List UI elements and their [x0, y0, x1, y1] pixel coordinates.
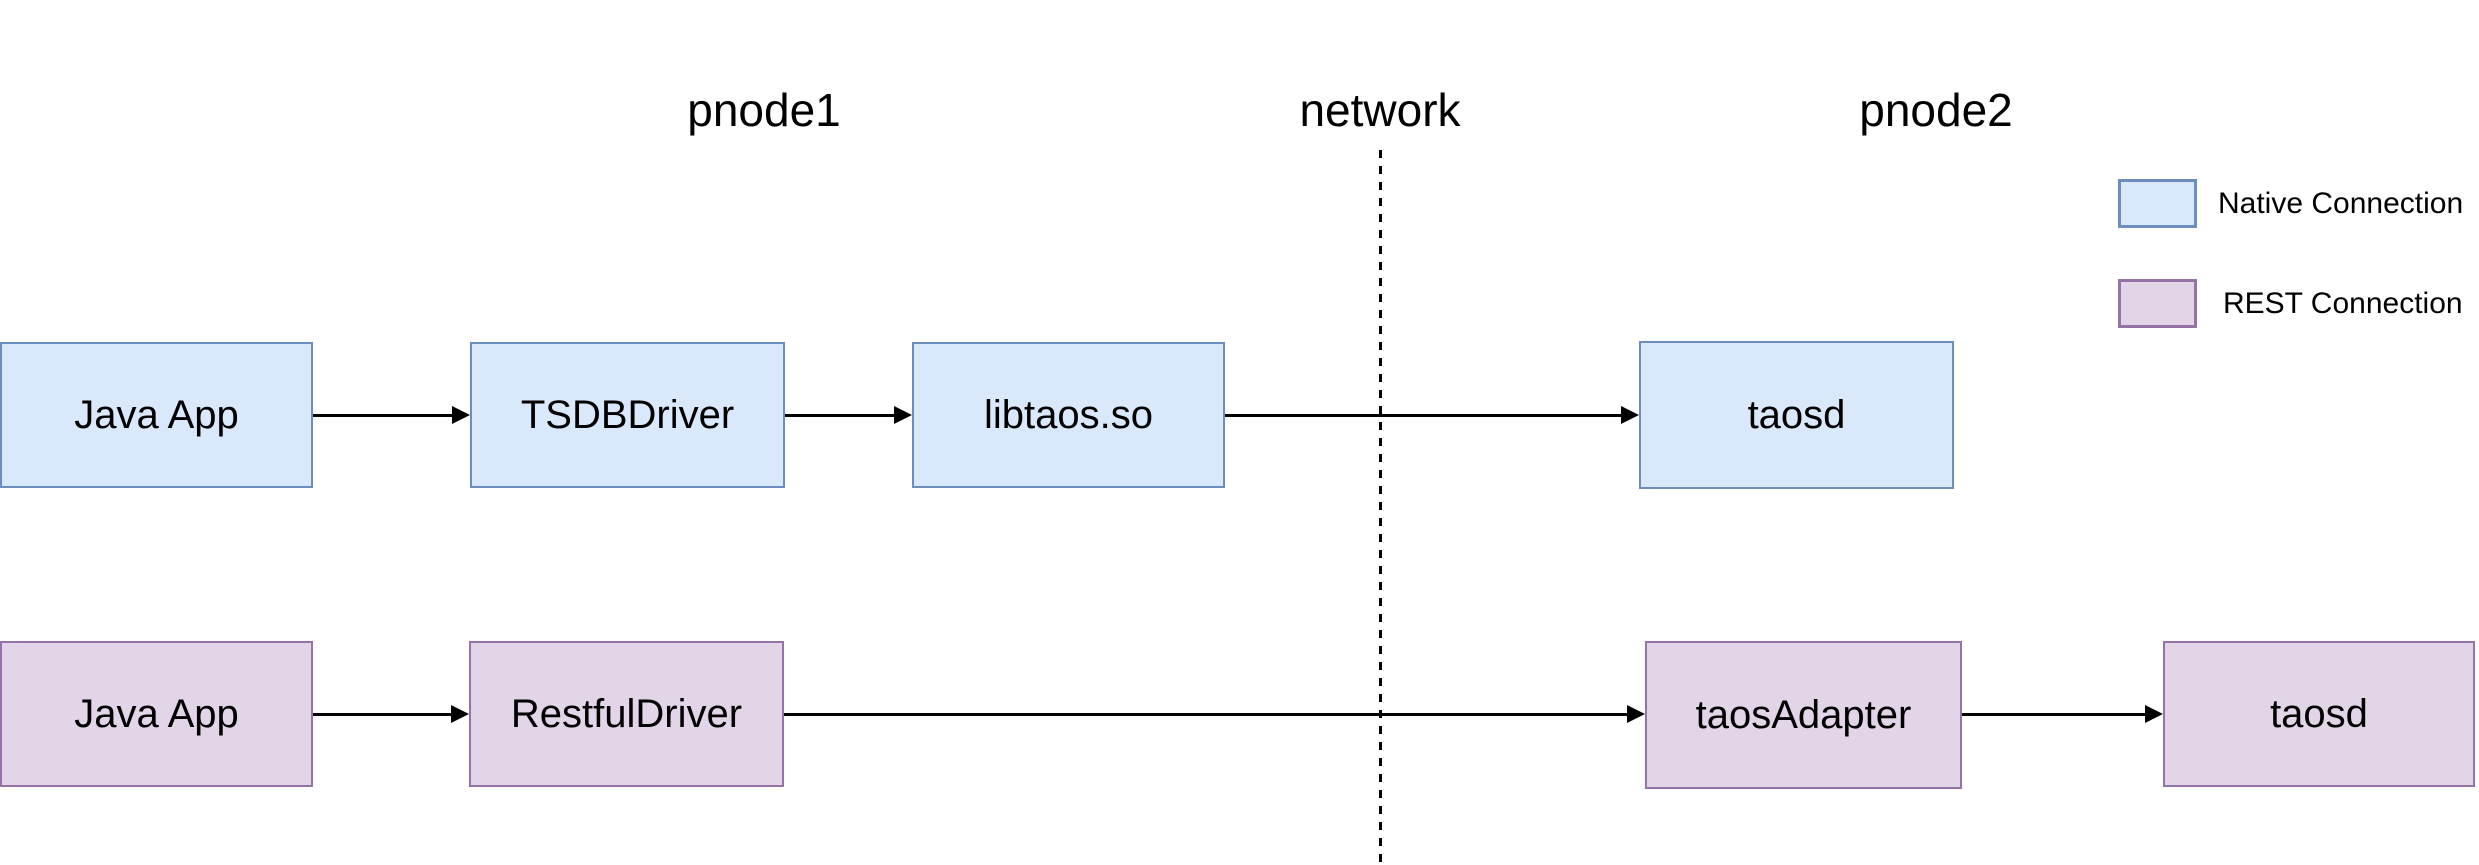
node-label: TSDBDriver — [520, 392, 735, 437]
lane-header-pnode1: pnode1 — [687, 84, 841, 136]
node-tsdbdriver: TSDBDriver — [470, 342, 785, 488]
arrow-shaft — [1225, 413, 1623, 417]
arrow-head-icon — [2145, 705, 2163, 723]
node-label: taosAdapter — [1695, 692, 1912, 737]
node-label: taosd — [2270, 691, 2368, 736]
lane-header-network: network — [1299, 84, 1461, 136]
node-java-app-native: Java App — [0, 342, 313, 488]
node-libtaos-so: libtaos.so — [912, 342, 1225, 488]
arrow-tsdbdriver-to-libtaos — [785, 405, 912, 425]
arrow-javaapp-to-tsdbdriver — [313, 405, 470, 425]
legend-swatch-rest-connection — [2118, 279, 2197, 328]
arrow-head-icon — [894, 406, 912, 424]
arrow-libtaos-to-taosd — [1225, 405, 1639, 425]
node-label: taosd — [1747, 392, 1846, 437]
arrow-javaapp-to-restfuldriver — [313, 704, 469, 724]
node-taosd-native: taosd — [1639, 341, 1954, 489]
arrow-shaft — [785, 413, 896, 417]
arrow-head-icon — [451, 705, 469, 723]
lane-header-pnode2: pnode2 — [1859, 84, 2013, 136]
arrow-shaft — [313, 712, 453, 716]
arrow-shaft — [784, 712, 1629, 716]
legend-label-rest-connection: REST Connection — [2223, 286, 2463, 320]
node-label: libtaos.so — [984, 392, 1153, 437]
arrow-head-icon — [1627, 705, 1645, 723]
node-taosadapter: taosAdapter — [1645, 641, 1962, 789]
node-label: RestfulDriver — [510, 691, 743, 736]
node-java-app-rest: Java App — [0, 641, 313, 787]
arrow-taosadapter-to-taosd — [1962, 704, 2163, 724]
arrow-shaft — [313, 413, 454, 417]
node-restfuldriver: RestfulDriver — [469, 641, 784, 787]
legend-swatch-native-connection — [2118, 179, 2197, 228]
arrow-restfuldriver-to-taosadapter — [784, 704, 1645, 724]
arrow-head-icon — [452, 406, 470, 424]
arrow-shaft — [1962, 712, 2147, 716]
legend-label-native-connection: Native Connection — [2218, 186, 2464, 220]
node-label: Java App — [74, 392, 239, 437]
node-label: Java App — [74, 691, 239, 736]
arrow-head-icon — [1621, 406, 1639, 424]
node-taosd-rest: taosd — [2163, 641, 2475, 787]
network-divider-dashed-line — [1379, 150, 1382, 865]
